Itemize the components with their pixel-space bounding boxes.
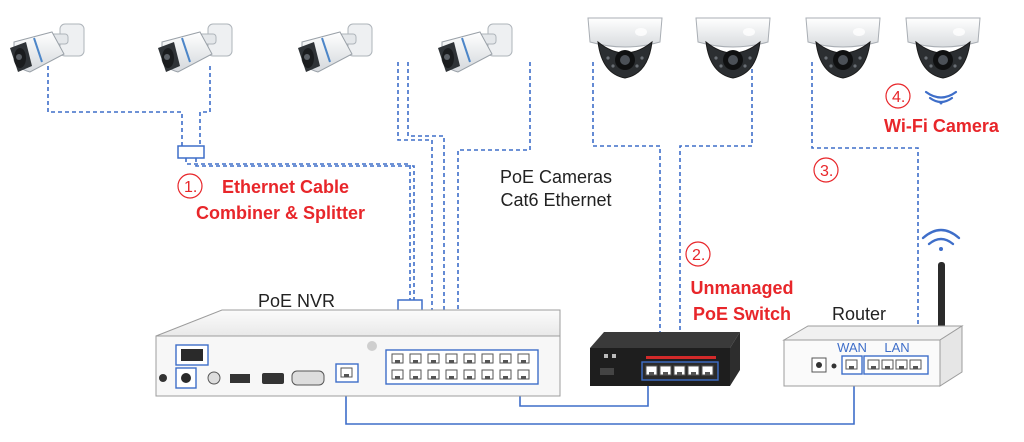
bullet-camera-icon xyxy=(437,23,513,73)
callout-1-title: Ethernet Cable xyxy=(222,177,349,197)
callout-1-subtitle: Combiner & Splitter xyxy=(196,203,365,223)
dome-camera-icon xyxy=(805,17,881,79)
bullet-camera-icon xyxy=(157,23,233,73)
lan-label: LAN xyxy=(884,340,909,355)
callout-1-marker xyxy=(177,173,203,199)
bullet-camera-icon xyxy=(297,23,373,73)
cable-combiner-icon xyxy=(177,145,205,159)
callout-2-number: 2. xyxy=(692,247,705,264)
callout-4-number: 4. xyxy=(892,89,905,106)
callout-2-title: Unmanaged xyxy=(690,278,793,298)
poe-cameras-label: PoE Cameras xyxy=(500,167,612,187)
callout-3-number: 3. xyxy=(820,163,833,180)
wifi-icon xyxy=(924,90,958,105)
cat6-ethernet-label: Cat6 Ethernet xyxy=(500,190,611,210)
wifi-icon xyxy=(921,228,961,251)
cables xyxy=(47,62,919,425)
dome-camera-icon xyxy=(905,17,981,79)
router-label: Router xyxy=(832,304,886,324)
callout-2-subtitle: PoE Switch xyxy=(693,304,791,324)
poe-nvr-label: PoE NVR xyxy=(258,291,335,311)
router-icon xyxy=(782,262,964,387)
callout-2-marker xyxy=(685,241,711,267)
dome-camera-icon xyxy=(587,17,663,79)
callout-4-marker xyxy=(885,83,911,109)
callout-1-number: 1. xyxy=(184,179,197,196)
poe-switch-icon xyxy=(590,332,740,386)
callout-4-title: Wi-Fi Camera xyxy=(884,116,1000,136)
bullet-camera-icon xyxy=(9,23,85,73)
dome-camera-icon xyxy=(695,17,771,79)
callout-3-marker xyxy=(813,157,839,183)
nvr-device-icon xyxy=(155,309,561,397)
wan-label: WAN xyxy=(837,340,867,355)
